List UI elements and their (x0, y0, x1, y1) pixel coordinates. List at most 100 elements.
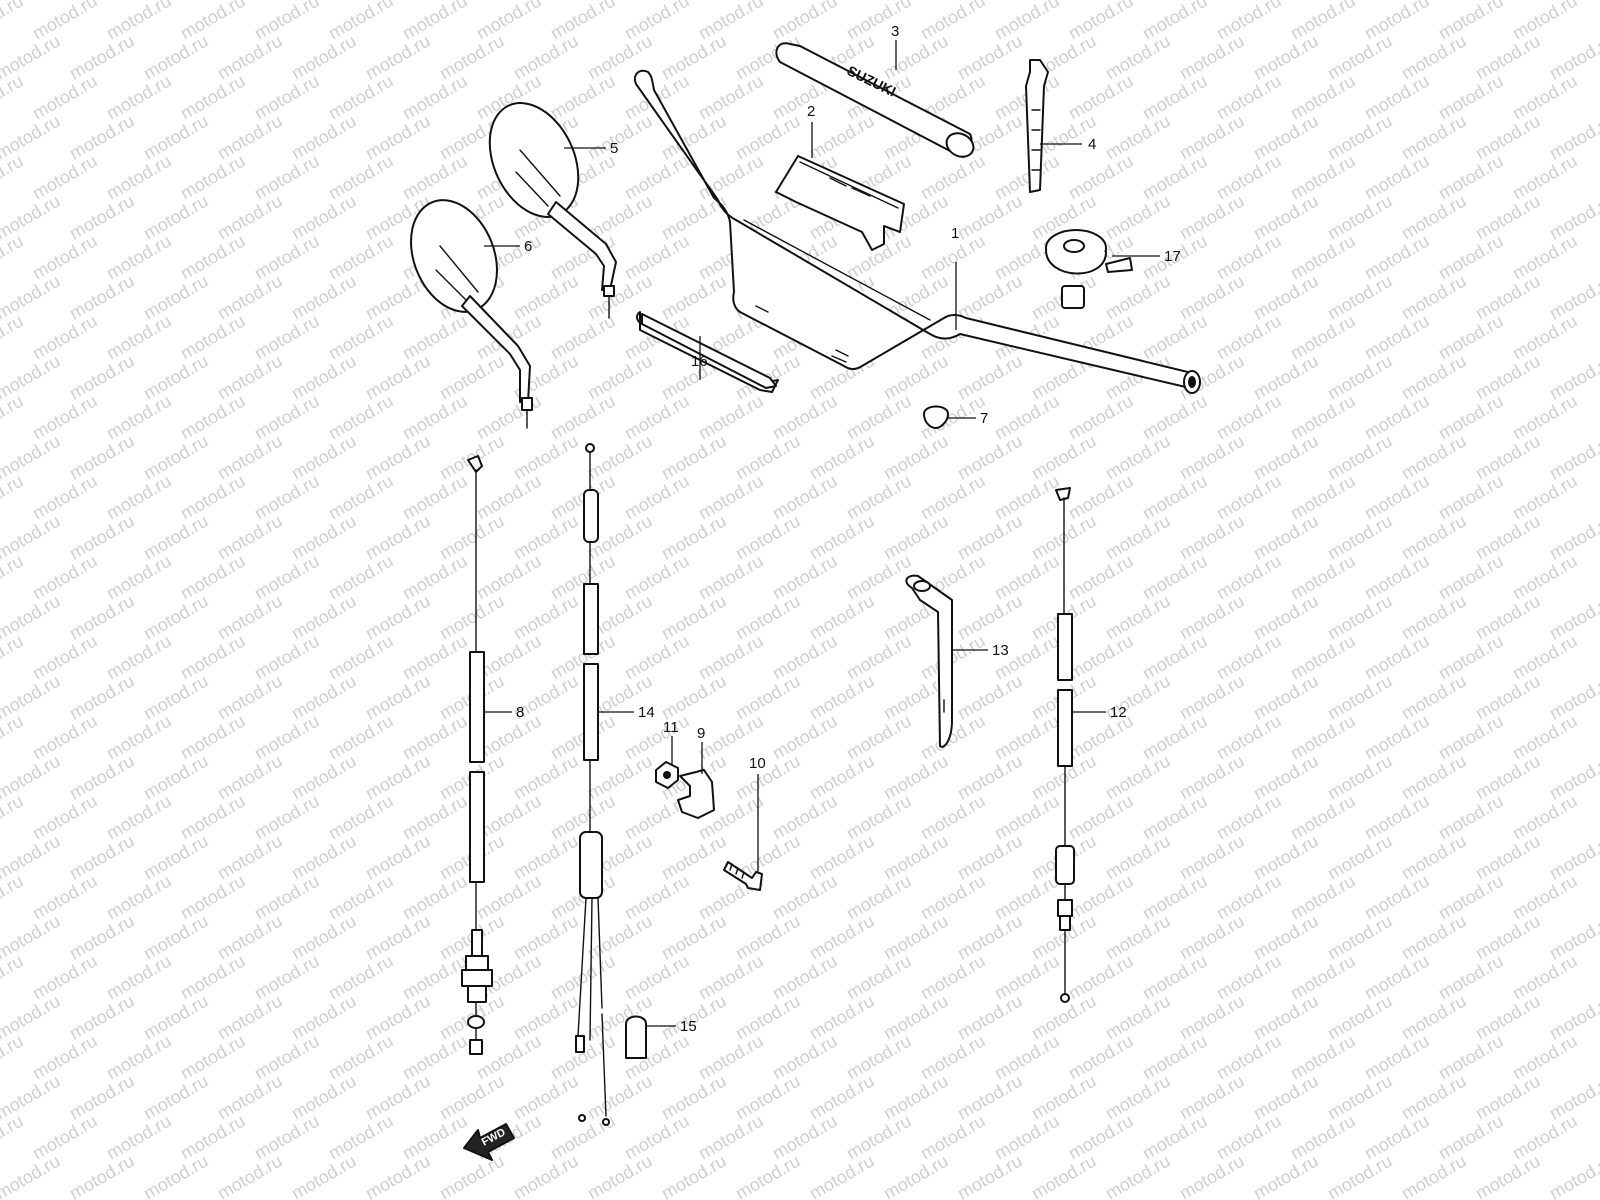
watermark-text: motod.ru (1398, 271, 1470, 324)
watermark-text: motod.ru (547, 71, 619, 124)
watermark-text: motod.ru (1324, 831, 1396, 884)
watermark-text: motod.ru (1102, 111, 1174, 164)
watermark-text: motod.ru (1176, 191, 1248, 244)
watermark-text: motod.ru (1028, 1151, 1100, 1200)
watermark-text: motod.ru (399, 311, 471, 364)
watermark-text: motod.ru (991, 391, 1063, 444)
watermark-text: motod.ru (436, 351, 508, 404)
watermark-text: motod.ru (1213, 391, 1285, 444)
watermark-text: motod.ru (769, 1111, 841, 1164)
callout-4: 4 (1088, 136, 1096, 153)
callout-2: 2 (807, 103, 815, 120)
cover-part (775, 155, 905, 251)
watermark-text: motod.ru (177, 391, 249, 444)
watermark-text: motod.ru (66, 271, 138, 324)
watermark-text: motod.ru (1213, 0, 1285, 43)
watermark-text: motod.ru (1250, 831, 1322, 884)
watermark-text: motod.ru (1213, 311, 1285, 364)
watermark-text: motod.ru (769, 711, 841, 764)
watermark-text: motod.ru (584, 351, 656, 404)
watermark-text: motod.ru (1102, 31, 1174, 84)
watermark-text: motod.ru (806, 431, 878, 484)
watermark-text: motod.ru (1435, 471, 1507, 524)
watermark-text: motod.ru (510, 911, 582, 964)
watermark-text: motod.ru (251, 871, 323, 924)
watermark-text: motod.ru (954, 671, 1026, 724)
watermark-text: motod.ru (1324, 991, 1396, 1044)
watermark-text: motod.ru (1139, 791, 1211, 844)
watermark-text: motod.ru (103, 0, 175, 43)
watermark-text: motod.ru (214, 31, 286, 84)
watermark-text: motod.ru (1028, 1071, 1100, 1124)
watermark-text: motod.ru (880, 351, 952, 404)
watermark-text: motod.ru (140, 271, 212, 324)
watermark-text: motod.ru (0, 951, 27, 1004)
watermark-text: motod.ru (29, 231, 101, 284)
watermark-text: motod.ru (1065, 1031, 1137, 1084)
watermark-text: motod.ru (1139, 631, 1211, 684)
watermark-text: motod.ru (769, 551, 841, 604)
clamp-part (677, 769, 715, 819)
watermark-text: motod.ru (1102, 511, 1174, 564)
watermark-text: motod.ru (880, 1151, 952, 1200)
watermark-text: motod.ru (1361, 471, 1433, 524)
watermark-text: motod.ru (473, 0, 545, 43)
watermark-text: motod.ru (954, 351, 1026, 404)
watermark-text: motod.ru (29, 791, 101, 844)
watermark-text: motod.ru (1176, 591, 1248, 644)
watermark-text: motod.ru (1065, 871, 1137, 924)
watermark-text: motod.ru (954, 1071, 1026, 1124)
watermark-text: motod.ru (1435, 871, 1507, 924)
watermark-text: motod.ru (1398, 431, 1470, 484)
watermark-text: motod.ru (1435, 1031, 1507, 1084)
watermark-text: motod.ru (1176, 271, 1248, 324)
watermark-text: motod.ru (399, 791, 471, 844)
watermark-text: motod.ru (1213, 231, 1285, 284)
watermark-text: motod.ru (214, 511, 286, 564)
watermark-text: motod.ru (1509, 1111, 1581, 1164)
watermark-text: motod.ru (1324, 911, 1396, 964)
watermark-text: motod.ru (177, 231, 249, 284)
watermark-text: motod.ru (954, 831, 1026, 884)
watermark-text: motod.ru (1287, 1031, 1359, 1084)
watermark-text: motod.ru (288, 991, 360, 1044)
watermark-text: motod.ru (214, 351, 286, 404)
watermark-text: motod.ru (66, 991, 138, 1044)
watermark-text: motod.ru (288, 1151, 360, 1200)
watermark-text: motod.ru (917, 951, 989, 1004)
watermark-text: motod.ru (1250, 511, 1322, 564)
watermark-text: motod.ru (251, 951, 323, 1004)
watermark-text: motod.ru (1250, 991, 1322, 1044)
callout-10: 10 (749, 755, 766, 772)
watermark-text: motod.ru (1139, 1031, 1211, 1084)
watermark-text: motod.ru (288, 511, 360, 564)
watermark-text: motod.ru (29, 151, 101, 204)
watermark-text: motod.ru (843, 871, 915, 924)
watermark-text: motod.ru (1250, 671, 1322, 724)
watermark-text: motod.ru (214, 751, 286, 804)
watermark-text: motod.ru (1102, 911, 1174, 964)
watermark-text: motod.ru (0, 71, 27, 124)
watermark-text: motod.ru (954, 911, 1026, 964)
watermark-text: motod.ru (621, 951, 693, 1004)
watermark-text: motod.ru (769, 631, 841, 684)
watermark-text: motod.ru (103, 71, 175, 124)
watermark-text: motod.ru (1472, 271, 1544, 324)
watermark-text: motod.ru (214, 911, 286, 964)
watermark-text: motod.ru (288, 751, 360, 804)
screw-part (723, 861, 763, 891)
watermark-text: motod.ru (1509, 71, 1581, 124)
watermark-text: motod.ru (954, 751, 1026, 804)
watermark-text: motod.ru (103, 151, 175, 204)
watermark-text: motod.ru (0, 791, 27, 844)
watermark-text: motod.ru (1250, 31, 1322, 84)
strap-part (1025, 59, 1049, 193)
watermark-text: motod.ru (288, 911, 360, 964)
watermark-text: motod.ru (1435, 391, 1507, 444)
watermark-text: motod.ru (1361, 551, 1433, 604)
watermark-text: motod.ru (1139, 151, 1211, 204)
watermark-text: motod.ru (1176, 751, 1248, 804)
watermark-text: motod.ru (1287, 391, 1359, 444)
watermark-text: motod.ru (1176, 431, 1248, 484)
watermark-text: motod.ru (140, 1071, 212, 1124)
